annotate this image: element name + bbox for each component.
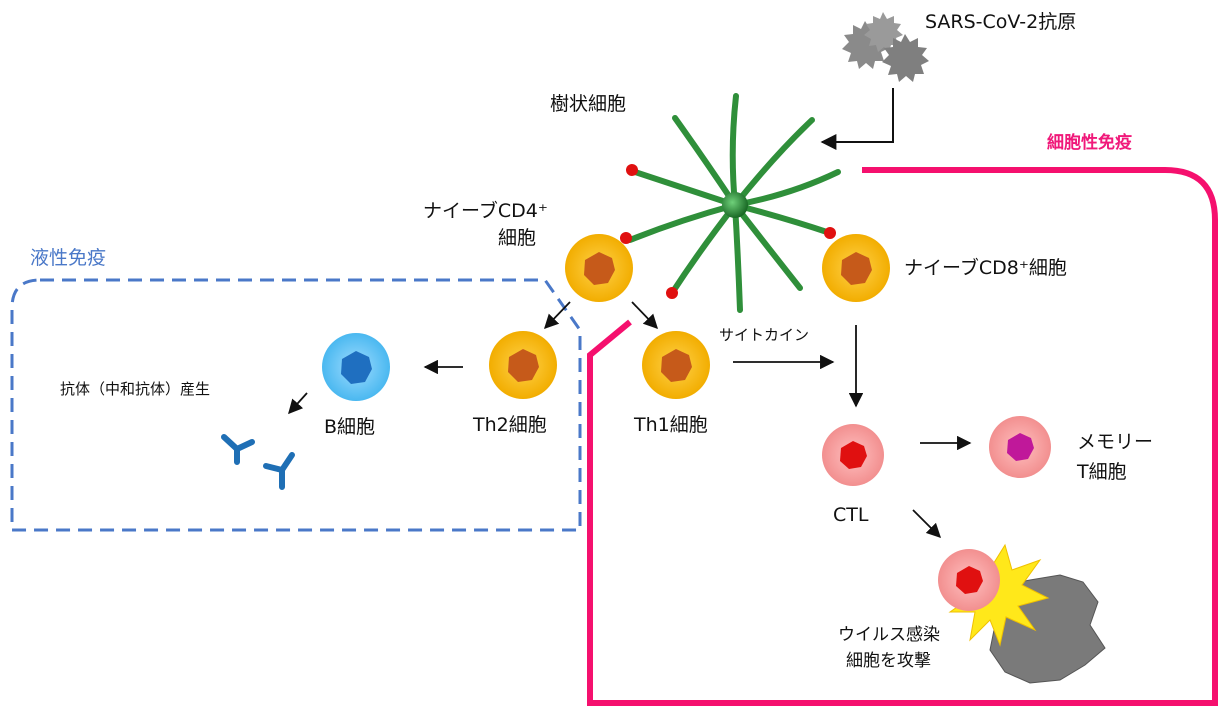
attacking-ctl-cell	[938, 549, 1000, 611]
ctl-cell	[822, 424, 884, 486]
humoral-immunity-region	[10, 278, 582, 532]
cytokine-label: サイトカイン	[719, 326, 809, 344]
attack-label-line1: ウイルス感染	[838, 625, 940, 645]
memory-t-cell-label-line1: メモリー	[1077, 431, 1153, 453]
naive-cd8-label: ナイーブCD8⁺細胞	[904, 256, 1067, 279]
naive-cd4-label-line2: 細胞	[498, 227, 536, 249]
cellular-immunity-region	[587, 167, 1218, 706]
antibody-production-label: 抗体（中和抗体）産生	[60, 380, 210, 398]
b-cell-label: B細胞	[324, 416, 375, 438]
antigen-label: SARS-CoV-2抗原	[925, 11, 1076, 33]
arrow-b-cell-to-antibody	[288, 392, 308, 415]
arrow-cd4-to-th1	[631, 301, 658, 330]
ctl-label: CTL	[833, 504, 869, 526]
presented-antigen-dots	[620, 164, 836, 299]
arrow-ctl-to-attack	[912, 509, 942, 539]
arrow-cd4-to-th2	[544, 301, 571, 330]
infected-cell-icon	[948, 543, 1106, 684]
cellular-immunity-title: 細胞性免疫	[1047, 132, 1132, 153]
th1-cell-label: Th1細胞	[633, 414, 708, 436]
antigen-icon	[842, 12, 929, 82]
antibody-icon	[221, 434, 295, 490]
memory-t-cell-label-line2: T細胞	[1076, 461, 1127, 483]
b-cell	[322, 333, 390, 401]
attack-label-line2: 細胞を攻撃	[846, 651, 931, 671]
naive-cd8-cell	[822, 234, 890, 302]
dendritic-cell-label: 樹状細胞	[550, 93, 626, 115]
naive-cd4-label-line1: ナイーブCD4⁺	[423, 199, 548, 222]
th2-cell	[489, 331, 557, 399]
humoral-immunity-title: 液性免疫	[30, 247, 106, 269]
th2-cell-label: Th2細胞	[472, 414, 547, 436]
memory-t-cell	[989, 416, 1051, 478]
dendritic-cell-nucleus	[722, 192, 748, 218]
arrow-antigen-to-dendritic	[820, 88, 894, 150]
naive-cd4-cell	[565, 234, 633, 302]
th1-cell	[642, 331, 710, 399]
